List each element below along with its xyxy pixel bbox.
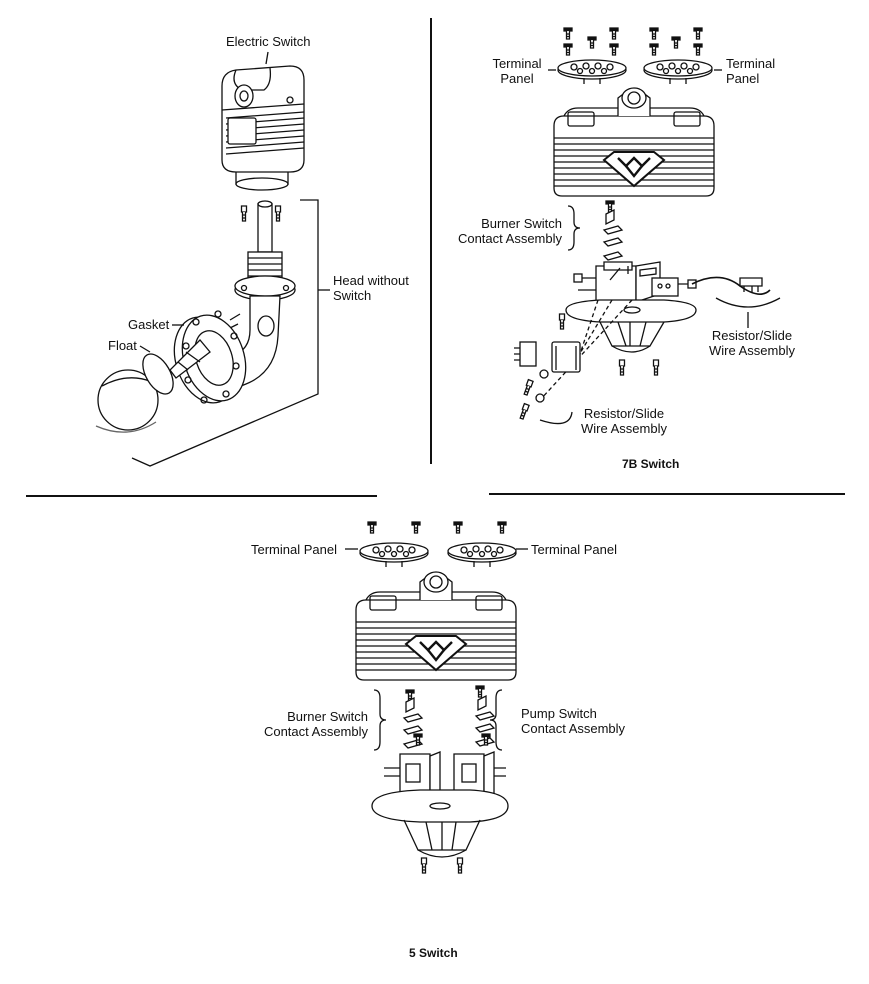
caption-5-switch: 5 Switch <box>409 946 458 960</box>
label-resistor-bottom-line2: Wire Assembly <box>581 421 667 436</box>
label-resistor-right: Resistor/Slide Wire Assembly <box>700 328 804 358</box>
7b-base-assembly <box>539 261 771 401</box>
label-burner-switch-7b-line1: Burner Switch <box>481 216 562 231</box>
7b-resistor-slide-parts <box>514 313 581 425</box>
7b-burner-contact-assembly <box>567 200 623 261</box>
label-terminal-panel-7b-left: Terminal Panel <box>488 56 546 86</box>
label-resistor-bottom-line1: Resistor/Slide <box>583 406 665 421</box>
7b-screws-top <box>563 27 703 56</box>
label-resistor-right-line1: Resistor/Slide <box>711 328 793 343</box>
5-pump-contact-assembly <box>475 685 503 751</box>
label-terminal-panel-7b-right-line1: Terminal <box>726 56 776 71</box>
label-resistor-bottom: Resistor/Slide Wire Assembly <box>572 406 676 436</box>
float-head-illustration <box>95 200 296 433</box>
caption-7b-switch: 7B Switch <box>622 457 680 471</box>
electric-switch-illustration <box>221 51 305 191</box>
label-burner-switch-7b-line2: Contact Assembly <box>457 231 562 246</box>
5-base-assembly <box>371 751 509 874</box>
label-pump-switch-5: Pump Switch Contact Assembly <box>521 706 625 736</box>
label-burner-switch-5-line2: Contact Assembly <box>263 724 368 739</box>
label-burner-switch-5: Burner Switch Contact Assembly <box>254 709 368 739</box>
5-screws-top <box>367 521 507 534</box>
label-resistor-right-line2: Wire Assembly <box>709 343 795 358</box>
label-electric-switch: Electric Switch <box>226 34 311 49</box>
label-head-without-switch-line2: Switch <box>333 288 372 303</box>
label-terminal-panel-7b-right-line2: Panel <box>726 71 760 86</box>
resistor-right-bracket <box>715 297 781 328</box>
label-terminal-panel-7b-left-line2: Panel <box>500 71 534 86</box>
label-burner-switch-5-line1: Burner Switch <box>287 709 368 724</box>
float-leader <box>139 345 151 353</box>
label-burner-switch-7b: Burner Switch Contact Assembly <box>448 216 562 246</box>
5-housing <box>354 570 518 682</box>
label-pump-switch-5-line1: Pump Switch <box>521 706 597 721</box>
label-terminal-panel-5-right: Terminal Panel <box>531 542 617 557</box>
7b-terminal-panels <box>548 59 722 85</box>
label-pump-switch-5-line2: Contact Assembly <box>521 721 626 736</box>
label-head-without-switch-line1: Head without <box>333 273 409 288</box>
label-gasket: Gasket <box>128 317 170 332</box>
head-bracket <box>131 199 330 467</box>
label-float: Float <box>108 338 137 353</box>
5-burner-contact-assembly <box>373 689 423 751</box>
label-terminal-panel-5-left: Terminal Panel <box>251 542 337 557</box>
5-terminal-panels <box>345 542 528 568</box>
label-terminal-panel-7b-right: Terminal Panel <box>726 56 775 86</box>
label-head-without-switch: Head without Switch <box>333 273 409 303</box>
7b-housing <box>552 86 716 198</box>
label-terminal-panel-7b-left-line1: Terminal <box>492 56 542 71</box>
